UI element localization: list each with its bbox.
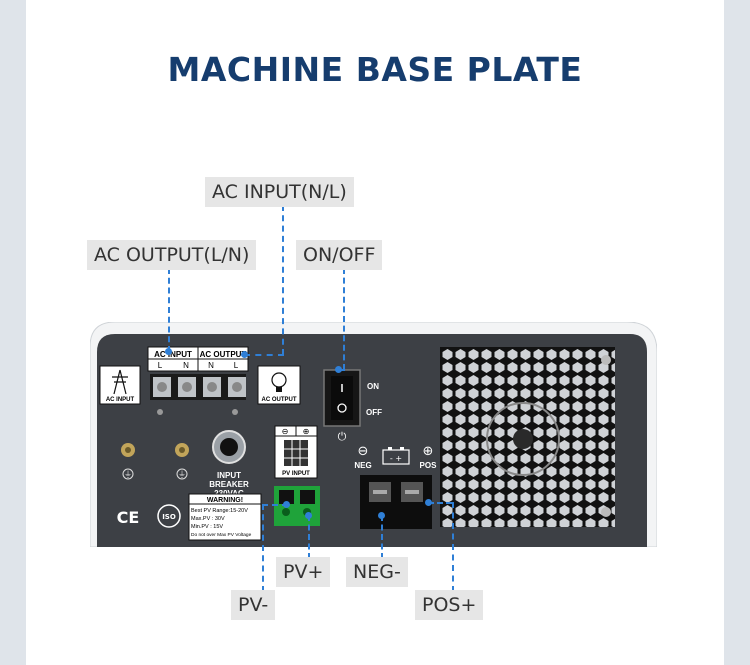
leader-on-off	[343, 268, 345, 370]
breaker-label: BREAKER	[209, 480, 249, 489]
svg-text:Best PV Range:15-20V: Best PV Range:15-20V	[191, 508, 248, 514]
pos-text: POS	[420, 461, 438, 470]
leader-dot	[165, 348, 172, 355]
fan-icon	[486, 402, 560, 476]
solar-panel-icon	[284, 440, 308, 466]
plus-icon: ⊕	[303, 427, 310, 436]
minus-icon: ⊖	[282, 427, 289, 436]
power-icon: ⏻	[338, 430, 347, 443]
leader-pos	[428, 502, 452, 504]
pv-connector	[274, 486, 320, 526]
leader-pos-v	[452, 502, 454, 592]
ce-mark: CE	[117, 508, 140, 527]
plus-icon: ⊕	[423, 444, 434, 459]
ac-terminal-block	[150, 374, 246, 400]
svg-text:⏚: ⏚	[124, 470, 132, 479]
warning-label: WARNING! Best PV Range:15-20V Max.PV : 3…	[188, 493, 262, 541]
minus-icon: ⊖	[358, 444, 369, 459]
screw-icon	[601, 355, 611, 365]
ac-output-badge: AC OUTPUT	[262, 397, 297, 403]
svg-text:Max.PV : 30V: Max.PV : 30V	[191, 516, 225, 522]
callout-pos: POS+	[415, 590, 484, 620]
switch-off-label: OFF	[366, 408, 382, 417]
leader-neg	[381, 515, 383, 559]
svg-text:Do not over Max PV Voltage: Do not over Max PV Voltage	[191, 532, 252, 538]
leader-dot	[241, 351, 248, 358]
svg-text:⏚: ⏚	[178, 470, 186, 479]
ground-stud-right: ⏚	[175, 443, 189, 480]
term-label: N	[208, 361, 214, 370]
leader-dot	[425, 499, 432, 506]
breaker-label: INPUT	[217, 471, 241, 480]
switch-on-label: ON	[367, 382, 379, 391]
leader-pv-minus-v	[262, 504, 264, 592]
leader-dot	[283, 501, 290, 508]
callout-neg: NEG-	[346, 557, 408, 587]
callout-pv-plus: PV+	[276, 557, 331, 587]
inverter-base-plate: AC INPUT AC OUTPUT L N N L AC INPUT AC O…	[90, 322, 657, 547]
leader-pv-minus	[262, 504, 288, 506]
leader-ac-output	[168, 268, 170, 352]
callout-ac-input: AC INPUT(N/L)	[205, 177, 354, 207]
ac-input-badge: AC INPUT	[106, 397, 135, 403]
iso-mark: ISO	[162, 513, 176, 521]
battery-icon: - +	[382, 447, 410, 465]
callout-pv-minus: PV-	[231, 590, 276, 620]
callout-ac-output: AC OUTPUT(L/N)	[87, 240, 257, 270]
ac-input-header: AC INPUT	[154, 350, 192, 359]
leader-dot	[305, 512, 312, 519]
callout-on-off: ON/OFF	[296, 240, 383, 270]
screw-icon	[601, 507, 611, 517]
svg-text:- +: - +	[390, 454, 402, 463]
leader-dot	[335, 366, 342, 373]
page-title: MACHINE BASE PLATE	[167, 50, 583, 89]
svg-text:WARNING!: WARNING!	[207, 497, 243, 504]
ac-output-header: AC OUTPUT	[200, 350, 247, 359]
pv-input-badge: PV INPUT	[282, 471, 310, 477]
bulb-icon	[271, 372, 287, 392]
power-switch	[323, 369, 361, 427]
term-label: L	[158, 361, 163, 370]
neg-text: NEG	[354, 461, 371, 470]
leader-ac-input-h	[244, 354, 284, 356]
leader-ac-input	[282, 205, 284, 355]
pylon-icon	[112, 369, 128, 395]
battery-connector	[360, 475, 432, 529]
term-label: N	[183, 361, 189, 370]
ground-stud-left: ⏚	[121, 443, 135, 480]
input-breaker	[212, 430, 246, 464]
leader-pv-plus	[308, 515, 310, 559]
term-label: L	[234, 361, 239, 370]
svg-text:Min.PV : 15V: Min.PV : 15V	[191, 524, 223, 530]
leader-dot	[378, 512, 385, 519]
